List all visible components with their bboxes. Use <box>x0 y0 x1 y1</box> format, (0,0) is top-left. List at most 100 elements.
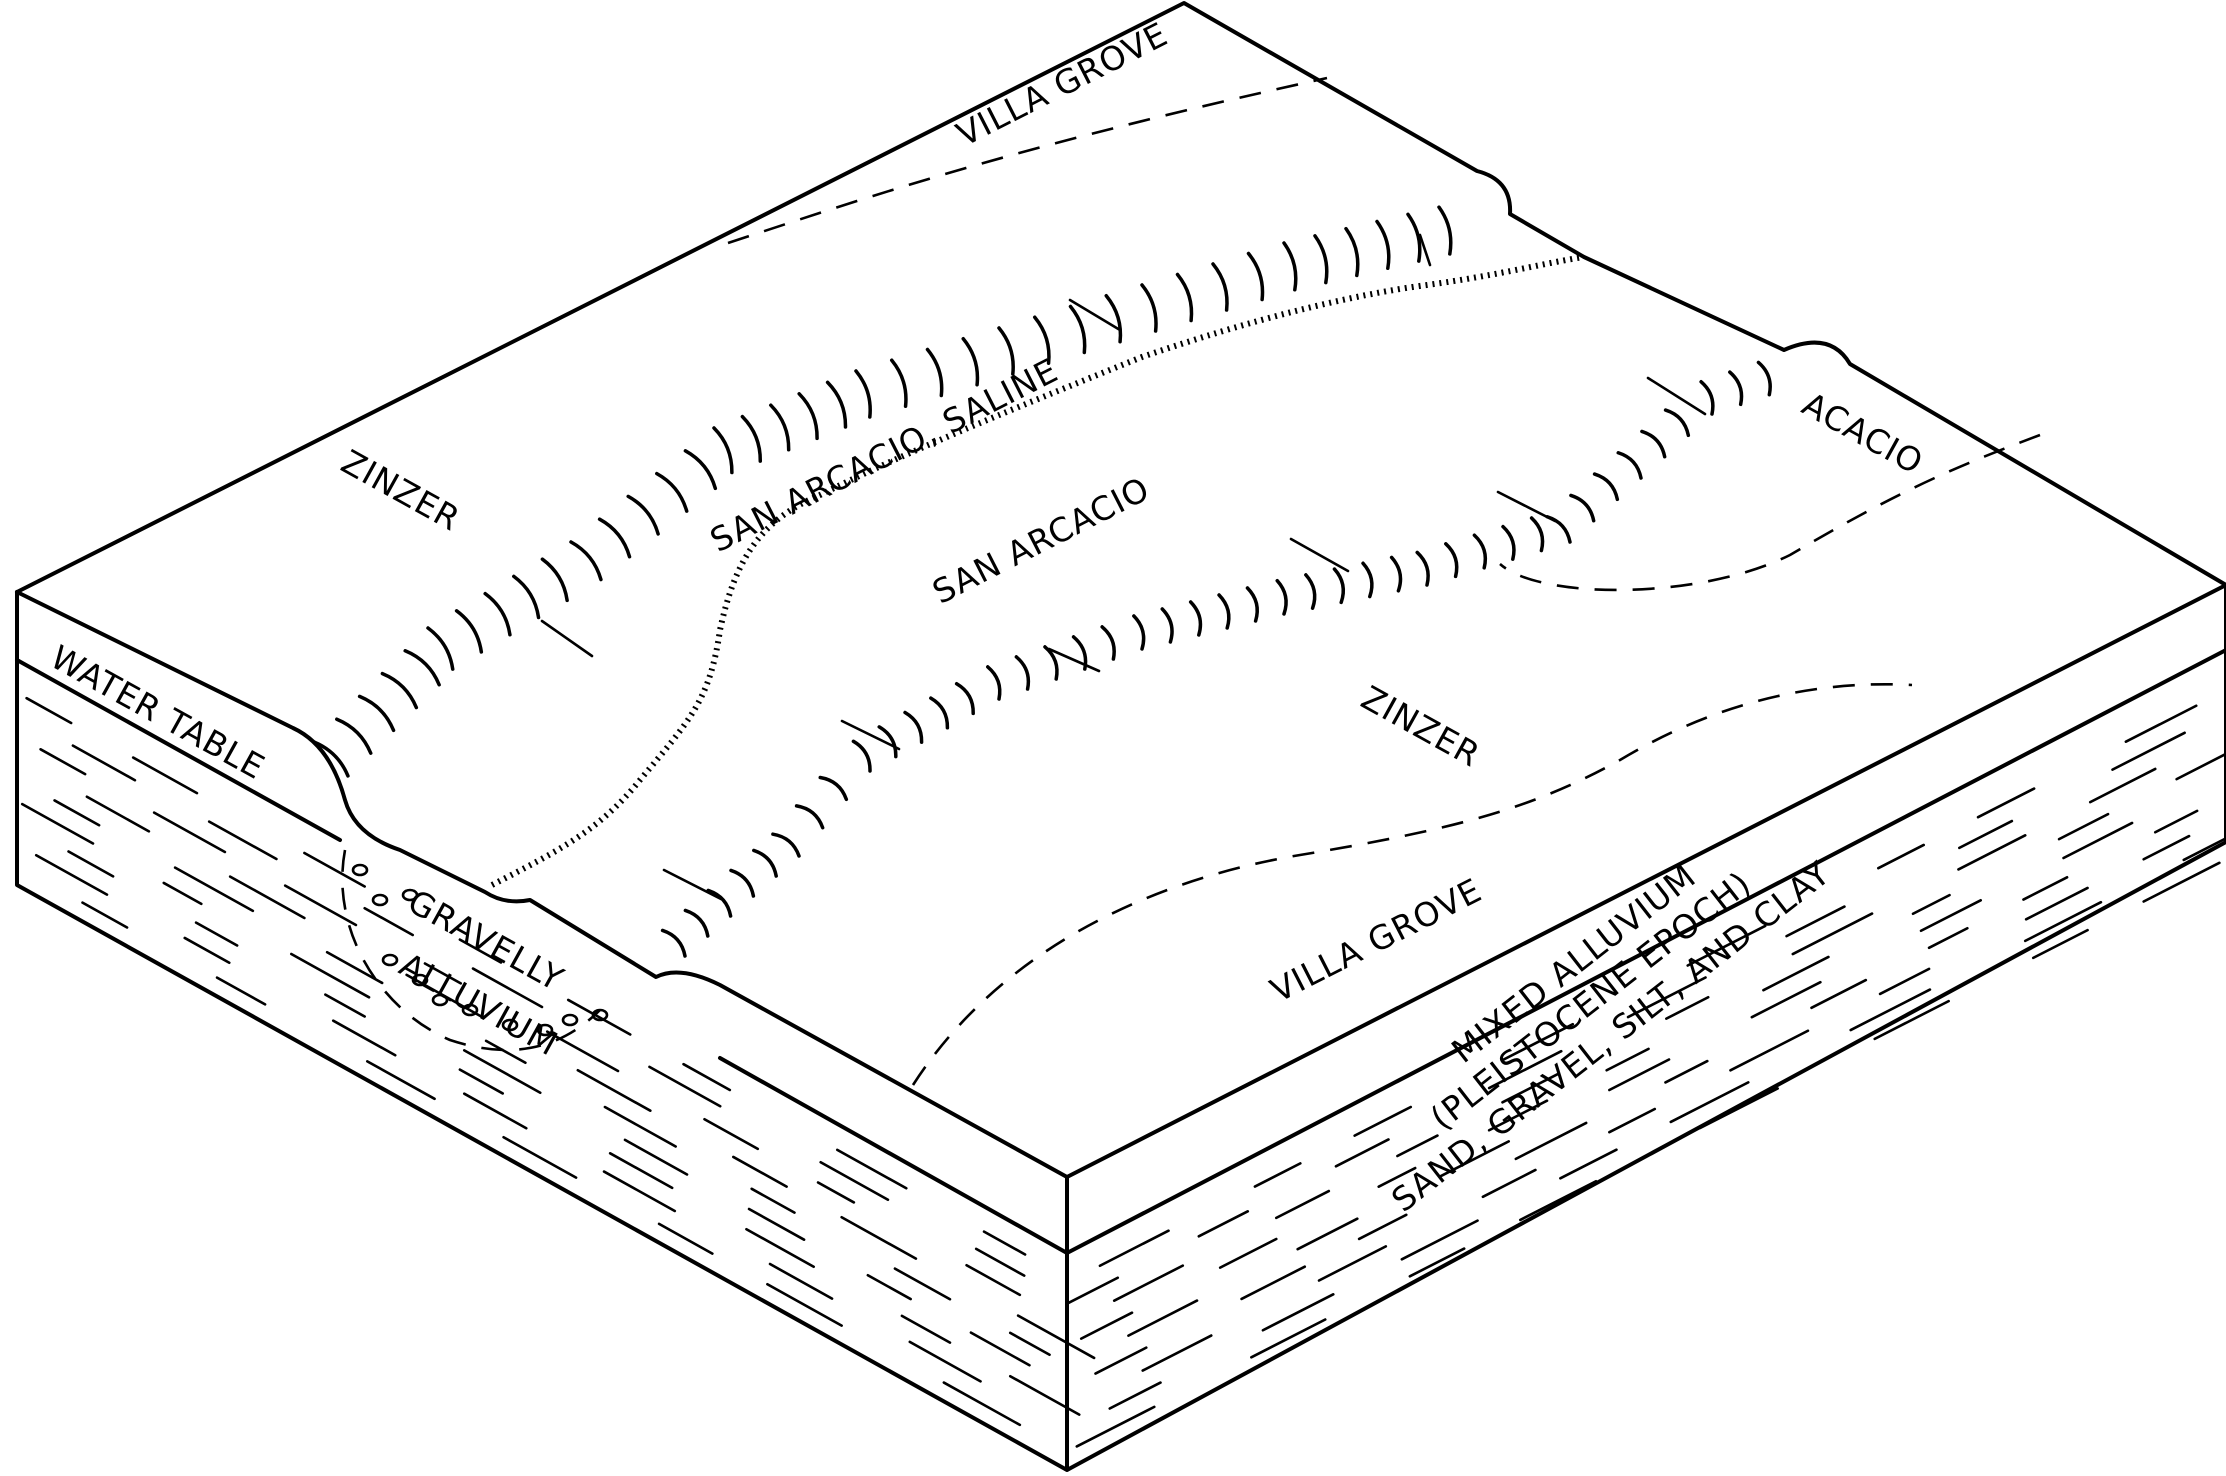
scarp-hachure <box>769 403 791 452</box>
scarp-hachure <box>1313 234 1329 285</box>
scarp-hachure <box>1569 493 1596 523</box>
scarp-hachure <box>851 739 872 773</box>
strata-dash <box>325 950 384 985</box>
strata-dash <box>1016 1314 1096 1360</box>
scarp-hachure <box>1332 567 1346 605</box>
scarp-hachure <box>357 694 396 733</box>
strata-dash <box>1250 1318 1327 1359</box>
strata-dash <box>965 1263 1022 1297</box>
strata-dash <box>366 1060 436 1101</box>
strata-dash <box>363 906 415 937</box>
scarp-hachure <box>426 626 455 671</box>
top-back-edge <box>15 1 2226 594</box>
scarp-hachure <box>683 908 710 938</box>
block-sides <box>15 583 2226 1472</box>
scarp-hachure <box>997 326 1015 376</box>
villa-grove-boundary-top <box>727 76 1328 245</box>
water-table-line <box>15 648 2226 1255</box>
strata-dash <box>1357 1213 1408 1241</box>
slope-tick <box>1289 537 1350 573</box>
slope-tick <box>1496 490 1557 523</box>
scarp-hachure <box>683 449 718 491</box>
strata-dash <box>1240 1265 1307 1301</box>
strata-dash <box>1665 995 1710 1020</box>
strata-dash <box>2153 809 2199 834</box>
scarp-hachure <box>825 380 848 429</box>
strata-dash <box>1253 1162 1302 1188</box>
strata-dash <box>750 1187 796 1214</box>
scarp-hachure <box>1699 380 1715 416</box>
strata-dash <box>603 1105 677 1148</box>
strata-dash <box>303 851 366 888</box>
strata-dash <box>152 811 227 854</box>
strata-dash <box>2175 752 2226 781</box>
strata-dash <box>745 1227 815 1269</box>
strata-dash <box>20 802 95 845</box>
scarp-hachure <box>597 517 632 559</box>
strata-dash <box>1664 1059 1709 1084</box>
strata-dash <box>2142 834 2191 861</box>
strata-dash <box>974 1247 1026 1277</box>
strata-dash <box>34 853 109 896</box>
strata-dash <box>1197 1210 1250 1238</box>
strata-dash <box>71 744 137 782</box>
scarp-hachure <box>1616 450 1643 480</box>
scarp-hachure <box>1437 205 1453 256</box>
strata-dash <box>982 1230 1027 1256</box>
scarp-hachure <box>797 392 819 441</box>
scarp-hachure <box>1043 645 1059 681</box>
strata-dash <box>484 1039 527 1065</box>
strata-dash <box>835 1148 908 1190</box>
strata-dash <box>81 901 129 929</box>
strata-dash <box>1296 1217 1359 1251</box>
acacio-boundary <box>1499 433 2041 592</box>
strata-dash <box>25 696 73 725</box>
strata-dash <box>1501 1022 1575 1062</box>
strata-dash <box>1218 1237 1278 1269</box>
strata-dash <box>1919 898 1983 933</box>
scarp-hachure <box>854 369 872 419</box>
gravel-pebble <box>371 893 389 907</box>
strata-dash <box>1957 834 2027 871</box>
strata-dash <box>682 1062 732 1092</box>
strata-dash <box>1261 1293 1335 1332</box>
label-zinzer-left: ZINZER <box>335 442 467 539</box>
strata-dash <box>462 1092 528 1130</box>
strata-dash <box>1810 978 1868 1010</box>
saline-boundary <box>490 254 1585 888</box>
scarp-hachure <box>729 868 756 898</box>
strata-dash <box>331 1019 397 1057</box>
strata-dash <box>2182 836 2226 862</box>
scarp-hachure <box>986 665 1002 701</box>
scarp-hachure <box>1211 262 1229 312</box>
scarp-hachure <box>660 928 687 958</box>
strata-dash <box>1762 955 1830 992</box>
scarp-hachure <box>1728 370 1744 407</box>
scarp-hachure <box>752 848 778 878</box>
scarp-hachure <box>569 540 603 582</box>
strata-dash <box>1481 1168 1537 1199</box>
strata-dash <box>1377 1166 1417 1188</box>
slope-tick <box>540 619 594 658</box>
strata-dash <box>747 1207 806 1241</box>
strata-dash <box>657 1222 714 1255</box>
label-villa-grove-bottom: VILLA GROVE <box>1264 870 1488 1010</box>
strata-dash <box>2111 731 2186 771</box>
scarp-hachure <box>1100 625 1116 661</box>
strata-dash <box>162 881 203 906</box>
strata-dash <box>2088 767 2157 804</box>
strata-dash <box>1785 905 1846 938</box>
strata-dash <box>908 1340 982 1383</box>
strata-dash <box>1514 1121 1588 1161</box>
strata-dash <box>1605 1047 1650 1072</box>
strata-dash <box>1559 1148 1618 1180</box>
strata-dash <box>2024 886 2089 921</box>
strata-dash <box>1911 893 1951 916</box>
strata-dash <box>1876 843 1926 870</box>
scarp-hachure <box>1304 573 1317 610</box>
strata-dash <box>768 1262 834 1300</box>
strata-dash <box>1317 1245 1388 1282</box>
strata-dash <box>969 1331 1031 1367</box>
strata-dash <box>215 976 267 1006</box>
slope-ticks <box>540 233 1707 901</box>
